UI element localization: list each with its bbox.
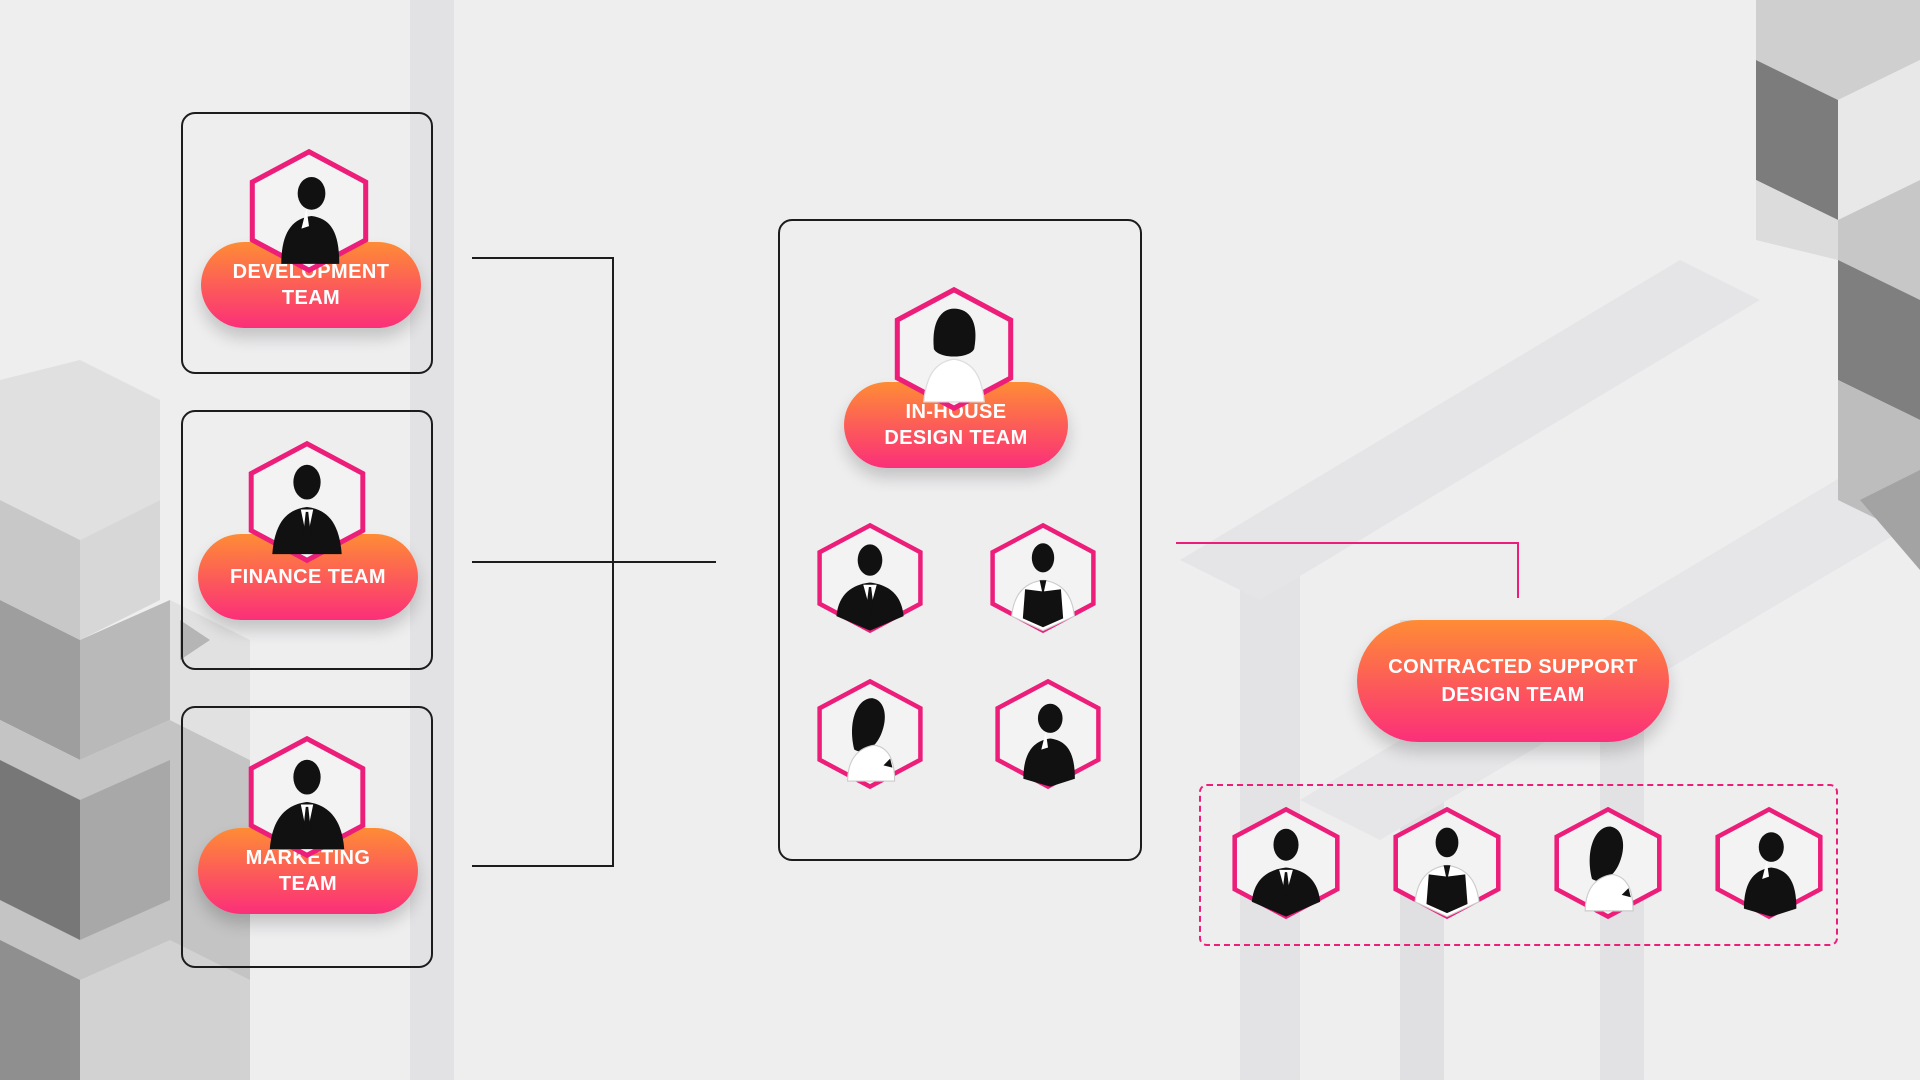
woman-icon (891, 282, 1017, 416)
person-thinking-icon (246, 144, 372, 278)
person-thinking-icon (992, 674, 1104, 794)
inhouse-design-team-card (778, 219, 1142, 861)
finance-team-card (181, 410, 433, 670)
businessman-icon (245, 436, 369, 568)
contracted-members-group (1199, 784, 1838, 946)
businessman-vest-icon (987, 518, 1099, 638)
marketing-team-label: MARKETING TEAM (198, 828, 418, 914)
connector-contracted (1176, 542, 1519, 598)
woman-longhair-icon (814, 674, 926, 794)
development-team-card (181, 112, 433, 374)
marketing-team-card (181, 706, 433, 968)
businessman-tie-icon (1229, 802, 1343, 924)
contracted-support-label: CONTRACTED SUPPORT DESIGN TEAM (1357, 620, 1669, 742)
businessman-icon (245, 731, 369, 863)
woman-longhair-icon (1551, 802, 1665, 924)
businessman-vest-icon (1390, 802, 1504, 924)
person-thinking-icon (1712, 802, 1826, 924)
businessman-tie-icon (814, 518, 926, 638)
